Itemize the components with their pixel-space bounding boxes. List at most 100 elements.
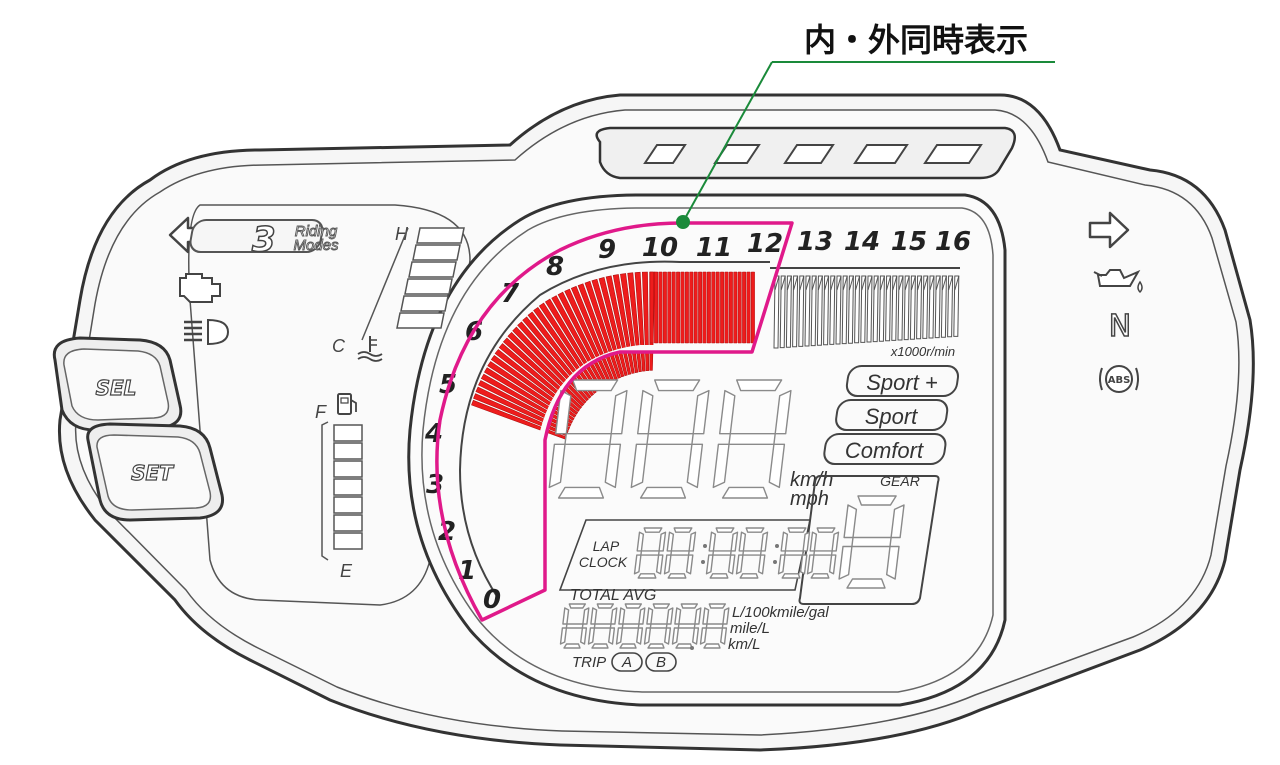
- fuel-gauge-bottom-label: E: [340, 561, 353, 581]
- tach-segment-unlit-slash: [824, 275, 830, 291]
- segment: [757, 554, 766, 575]
- segment: [636, 627, 644, 645]
- tach-segment-lit: [706, 271, 711, 344]
- segment: [739, 573, 759, 579]
- tach-segment-unlit: [866, 275, 873, 343]
- coolant-temp-icon: [357, 336, 383, 362]
- speed-unit-kmh: km/h: [790, 469, 833, 491]
- speed-display: [548, 379, 792, 499]
- segment: [633, 554, 642, 575]
- tach-segment-lit: [662, 271, 667, 344]
- shift-light: [643, 144, 687, 164]
- mode-comfort-label: Comfort: [845, 438, 924, 463]
- tach-segment-unlit-slash: [842, 275, 848, 291]
- trip-b-label: B: [656, 654, 666, 671]
- segment: [568, 603, 586, 609]
- tach-number: 11: [696, 233, 732, 263]
- gear-segment-digit: [838, 495, 905, 589]
- temp-gauge-bottom-label: C: [332, 336, 346, 356]
- segment: [781, 573, 801, 579]
- clock-digit: [633, 527, 667, 579]
- clock-colon: [773, 560, 777, 564]
- tach-number: 10: [642, 233, 678, 263]
- tach-segment-unlit-slash: [817, 275, 823, 291]
- clock-label: CLOCK: [579, 554, 628, 570]
- segment: [886, 545, 900, 580]
- clock-digit: [705, 527, 739, 579]
- tach-segment-unlit: [934, 275, 941, 339]
- segment: [667, 573, 687, 579]
- temp-bar: [408, 261, 457, 278]
- fuel-gauge-top-label: F: [315, 402, 327, 422]
- lap-clock-digits: [633, 527, 840, 579]
- mode-sport-plus: Sport +: [845, 365, 960, 397]
- segment: [630, 443, 648, 489]
- tach-segment-unlit: [792, 275, 799, 348]
- tach-number: 13: [797, 227, 833, 257]
- speed-digit: [712, 379, 792, 499]
- tach-segment-unlit-slash: [855, 275, 861, 291]
- tach-segment-lit: [649, 271, 654, 344]
- lap-label: LAP: [593, 538, 620, 554]
- segment: [572, 379, 619, 392]
- fuel-bar: [333, 532, 363, 550]
- segment: [727, 554, 736, 575]
- segment: [670, 550, 690, 556]
- tach-segment-unlit: [928, 275, 935, 339]
- segment: [587, 627, 596, 645]
- fuel-bar: [333, 514, 363, 532]
- segment: [654, 379, 701, 392]
- right-turn-signal-icon: [1088, 211, 1130, 249]
- set-button[interactable]: SET: [86, 422, 225, 522]
- segment: [643, 627, 652, 645]
- trip-a-label: A: [621, 654, 632, 671]
- temp-bar: [400, 295, 449, 312]
- tach-segment-unlit-slash: [867, 275, 873, 291]
- sel-button[interactable]: SEL: [52, 336, 183, 432]
- tach-segment-unlit-slash: [836, 275, 842, 291]
- tach-segment-lit: [737, 271, 742, 344]
- shift-light: [853, 144, 909, 164]
- tach-segment-unlit: [823, 275, 830, 346]
- headlight-high-beam-icon: [184, 318, 230, 346]
- segment: [621, 623, 640, 629]
- tach-number: 3: [426, 470, 444, 500]
- tach-segment-unlit: [847, 275, 854, 344]
- segment: [548, 443, 566, 489]
- set-button-label: SET: [131, 461, 174, 485]
- tach-segment-lit: [671, 271, 676, 344]
- tach-segment-unlit: [810, 275, 817, 347]
- tach-segment-lit: [742, 271, 747, 344]
- segment: [619, 643, 637, 649]
- segment: [736, 379, 783, 392]
- abs-warning-icon: ABS: [1099, 365, 1139, 393]
- segment: [838, 545, 853, 580]
- tach-segment-unlit-slash: [799, 275, 805, 291]
- segment: [745, 527, 765, 533]
- tach-segment-unlit-slash: [793, 275, 799, 291]
- economy-digit: [699, 603, 730, 649]
- tach-segment-unlit-slash: [873, 275, 879, 291]
- clock-digit: [777, 527, 811, 579]
- segment: [721, 486, 769, 499]
- tach-segment-unlit-slash: [917, 275, 923, 291]
- tach-number: 12: [747, 229, 783, 259]
- lap-clock-display: LAP CLOCK: [558, 519, 840, 591]
- oil-pressure-icon: [1093, 269, 1143, 294]
- segment: [810, 573, 830, 579]
- mode-comfort: Comfort: [823, 433, 947, 465]
- tach-segment-unlit-slash: [830, 275, 836, 291]
- tach-segment-unlit: [854, 275, 861, 344]
- tach-segment-unlit: [885, 275, 892, 342]
- tach-segment-unlit-slash: [935, 275, 941, 291]
- segment: [708, 603, 726, 609]
- temp-bracket: [361, 227, 409, 341]
- segment: [728, 433, 776, 445]
- segment: [768, 443, 786, 489]
- fuel-bar: [333, 460, 363, 478]
- fuel-economy-digits: [559, 603, 730, 650]
- segment: [608, 627, 616, 645]
- segment: [720, 627, 728, 645]
- speed-digit: [630, 379, 710, 499]
